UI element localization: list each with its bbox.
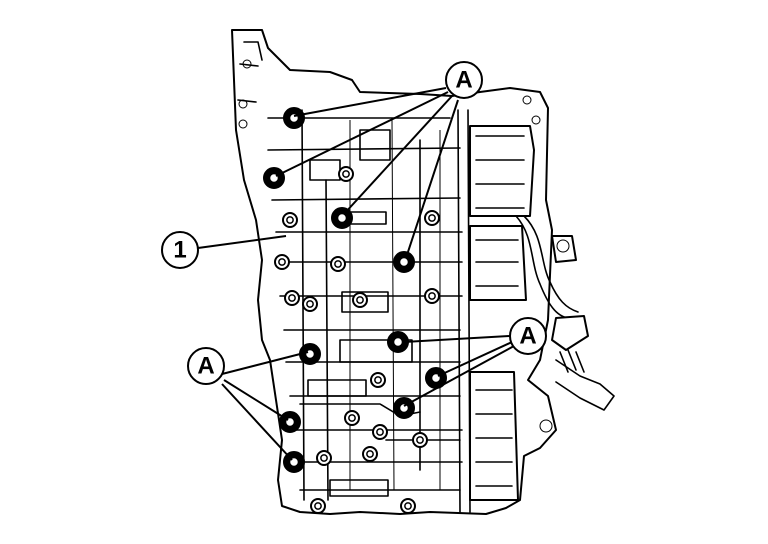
bolt-icon	[283, 107, 305, 129]
callout-a-top-label: A	[455, 67, 472, 94]
callout-1: 1	[161, 231, 199, 269]
small-bolt-icon	[370, 372, 386, 388]
callout-a-top: A	[445, 61, 483, 99]
solenoid-stack-lower	[469, 371, 519, 501]
valve-body-channels	[267, 109, 471, 513]
bolt-icon	[393, 397, 415, 419]
callout-a-left: A	[187, 347, 225, 385]
small-bolt-icon	[330, 256, 346, 272]
solenoid-stack-upper	[469, 125, 535, 301]
small-bolt-icon	[352, 292, 368, 308]
small-bolt-icon	[424, 210, 440, 226]
bolt-icon	[331, 207, 353, 229]
bolt-icon	[279, 411, 301, 433]
small-bolt-icon	[282, 212, 298, 228]
bolt-icon	[263, 167, 285, 189]
small-bolt-icon	[424, 288, 440, 304]
bolt-icon	[425, 367, 447, 389]
callout-a-left-label: A	[197, 353, 214, 380]
small-bolt-icon	[400, 498, 416, 514]
small-bolt-icon	[284, 290, 300, 306]
callout-a-right: A	[509, 317, 547, 355]
small-bolt-icon	[316, 450, 332, 466]
small-bolt-icon	[302, 296, 318, 312]
small-bolt-icon	[338, 166, 354, 182]
leader-lines	[197, 87, 515, 461]
small-bolt-icon	[344, 410, 360, 426]
callout-a-right-label: A	[519, 323, 536, 350]
small-bolt-icon	[362, 446, 378, 462]
callout-1-label: 1	[173, 237, 186, 264]
small-bolt-icon	[310, 498, 326, 514]
small-bolt-icon	[372, 424, 388, 440]
small-bolt-icon	[412, 432, 428, 448]
bolt-icon	[393, 251, 415, 273]
wiring-harness	[515, 215, 615, 433]
small-bolt-group	[274, 166, 440, 514]
small-bolt-icon	[274, 254, 290, 270]
